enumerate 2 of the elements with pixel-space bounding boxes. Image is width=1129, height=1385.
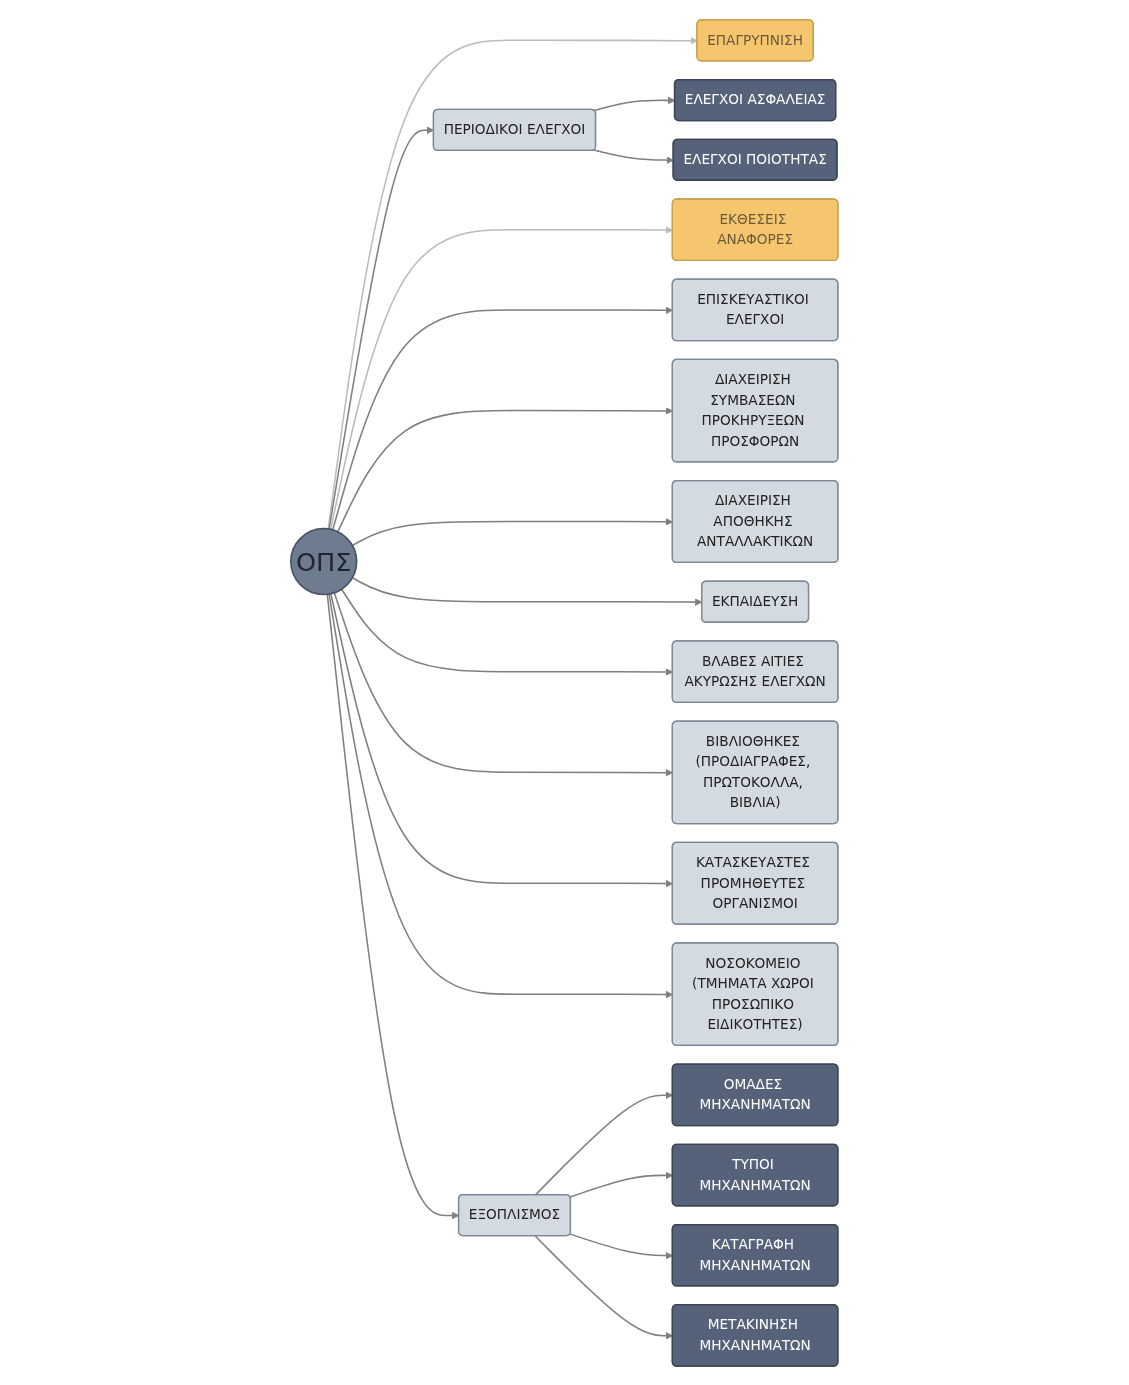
arrow bbox=[327, 36, 698, 530]
node-circle: ΟΠΣ bbox=[290, 527, 358, 595]
